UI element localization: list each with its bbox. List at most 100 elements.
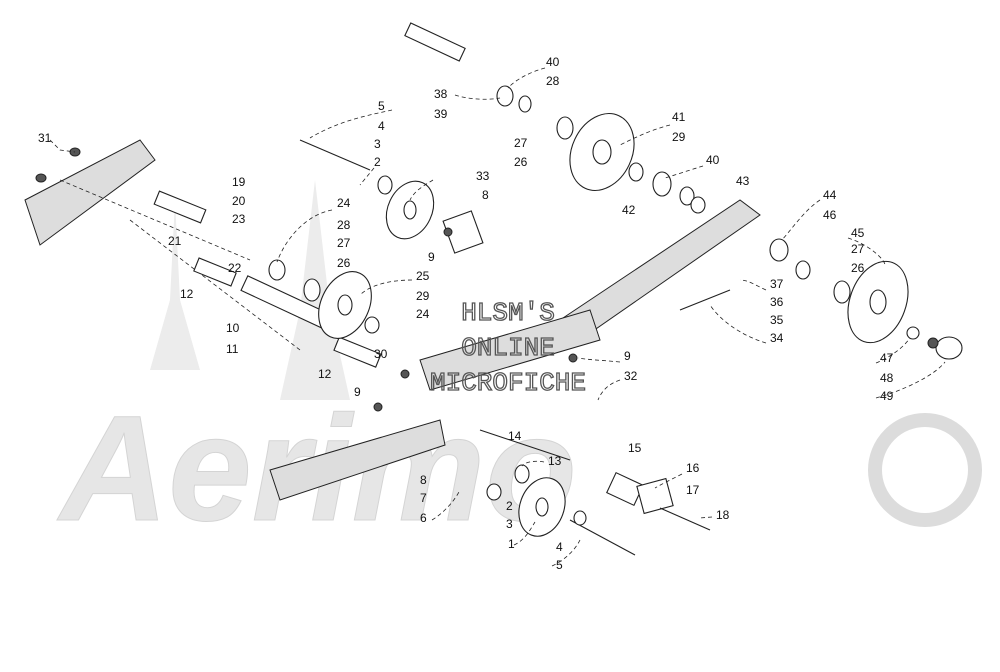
callout-27: 27: [337, 236, 351, 250]
callouts: 31 19 20 23 21 22 12 10 11 12 5 4 3 2 24…: [38, 55, 894, 572]
callout-3b: 3: [506, 517, 513, 531]
wheel-hub: [403, 200, 417, 220]
callout-46: 46: [823, 208, 837, 222]
wheel-hub: [535, 497, 549, 517]
callout-21: 21: [168, 234, 182, 248]
callout-40b: 40: [706, 153, 720, 167]
bearing: [679, 186, 695, 206]
bearing: [556, 116, 574, 140]
callout-26c: 26: [851, 261, 865, 275]
callout-12: 12: [180, 287, 194, 301]
callout-30: 30: [374, 347, 388, 361]
callout-36: 36: [770, 295, 784, 309]
leader: [619, 124, 671, 146]
callout-37: 37: [770, 277, 784, 291]
bearing: [769, 238, 789, 262]
left-rail: [24, 139, 446, 501]
bearing: [268, 259, 286, 281]
leader: [359, 279, 413, 296]
bolt-34: [679, 289, 731, 311]
callout-17: 17: [686, 483, 700, 497]
leader: [49, 139, 76, 153]
right-rail: [419, 199, 761, 391]
wheels: [318, 113, 963, 537]
leader: [699, 516, 713, 519]
bushing-15: [606, 471, 644, 507]
rail-front-section: [24, 139, 156, 246]
spacer-12b: [333, 336, 382, 368]
callout-35: 35: [770, 313, 784, 327]
callout-4b: 4: [556, 540, 563, 554]
callout-31: 31: [38, 131, 52, 145]
leader: [513, 521, 536, 546]
watermark-line-3: MICROFICHE: [430, 368, 586, 398]
callout-8: 8: [482, 188, 489, 202]
callout-26b: 26: [514, 155, 528, 169]
leader: [875, 361, 946, 399]
leader: [431, 489, 461, 521]
callout-32: 32: [624, 369, 638, 383]
nut-48: [927, 337, 939, 349]
callout-2b: 2: [506, 499, 513, 513]
callout-18: 18: [716, 508, 730, 522]
watermark-text: HLSM'S ONLINE MICROFICHE: [429, 297, 586, 398]
bearing: [303, 278, 321, 302]
callout-29b: 29: [672, 130, 686, 144]
callout-40: 40: [546, 55, 560, 69]
callout-19: 19: [232, 175, 246, 189]
bolt-14: [479, 429, 571, 461]
nut: [373, 402, 383, 412]
callout-8b: 8: [420, 473, 427, 487]
callout-23: 23: [232, 212, 246, 226]
washer: [486, 483, 502, 501]
callout-15: 15: [628, 441, 642, 455]
callout-42: 42: [622, 203, 636, 217]
callout-3: 3: [374, 137, 381, 151]
watermark-tower: [150, 200, 200, 370]
shaft-38: [404, 22, 466, 62]
callout-28: 28: [337, 218, 351, 232]
leader: [847, 237, 886, 266]
watermark-line-1: HLSM'S: [461, 298, 555, 328]
callout-27c: 27: [851, 242, 865, 256]
callout-48: 48: [880, 371, 894, 385]
assembly-line: [59, 179, 251, 261]
rail-rear-section: [269, 419, 446, 501]
callout-7: 7: [420, 491, 427, 505]
callout-16: 16: [686, 461, 700, 475]
wheel-hub: [592, 139, 612, 165]
bearing: [795, 260, 811, 280]
callout-11: 11: [226, 342, 239, 356]
callout-27b: 27: [514, 136, 528, 150]
callout-20: 20: [232, 194, 246, 208]
nut: [400, 369, 410, 379]
bearing: [652, 171, 672, 197]
leader: [309, 109, 393, 139]
callout-22: 22: [228, 261, 242, 275]
assembly-line: [129, 219, 301, 351]
callout-6: 6: [420, 511, 427, 525]
bearings: [35, 85, 939, 526]
bearing: [628, 162, 644, 182]
leader: [781, 199, 821, 241]
block-16: [636, 477, 674, 515]
leader: [359, 167, 375, 186]
callout-43: 43: [736, 174, 750, 188]
leader-lines: [49, 67, 946, 567]
watermark-line-2: ONLINE: [461, 333, 555, 363]
bearing: [518, 95, 532, 113]
nut-9b: [568, 353, 578, 363]
callout-45: 45: [851, 226, 865, 240]
callout-1: 1: [508, 537, 515, 551]
leader: [597, 379, 621, 401]
cap-49: [935, 336, 963, 360]
callout-28b: 28: [546, 74, 560, 88]
bushing-8: [442, 210, 484, 254]
leader: [276, 209, 333, 263]
callout-26: 26: [337, 256, 351, 270]
callout-10: 10: [226, 321, 240, 335]
callout-33: 33: [476, 169, 490, 183]
callout-47: 47: [880, 351, 894, 365]
callout-9b: 9: [624, 349, 631, 363]
